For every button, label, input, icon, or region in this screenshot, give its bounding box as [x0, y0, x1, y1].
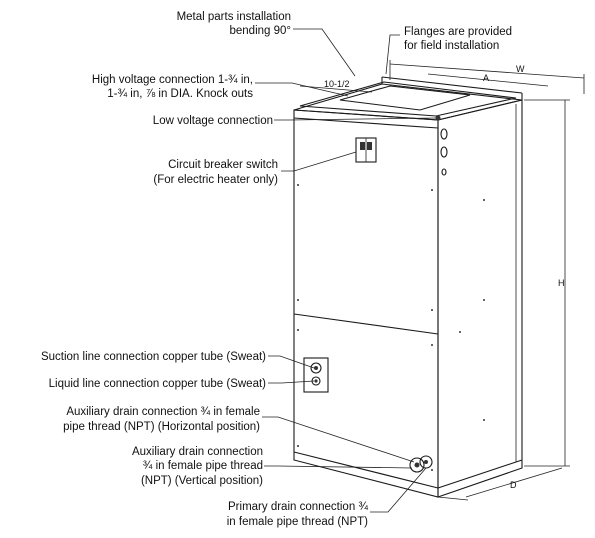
callout-breaker-1: Circuit breaker switch — [168, 159, 278, 171]
side-base-rail — [437, 459, 523, 489]
knockout-1 — [440, 128, 448, 140]
screw — [297, 299, 299, 301]
screw — [431, 469, 433, 471]
screw — [431, 309, 433, 311]
leader-high-voltage — [255, 82, 349, 97]
dim-a-line — [427, 73, 549, 87]
drain-core-primary — [424, 460, 428, 464]
callout-aux-vertical-1: Auxiliary drain connection — [132, 446, 263, 458]
leader-low-voltage — [274, 117, 437, 121]
screw — [297, 445, 299, 447]
callout-breaker-2: (For electric heater only) — [153, 174, 278, 186]
leader-flanges — [385, 34, 400, 75]
callout-metal-parts-1: Metal parts installation — [177, 11, 291, 23]
top-opening — [339, 85, 471, 111]
leader-liquid — [268, 380, 315, 384]
screw — [297, 329, 299, 331]
knockout-3 — [441, 168, 447, 176]
top-flange — [299, 81, 517, 117]
callout-suction: Suction line connection copper tube (Swe… — [41, 351, 266, 363]
knockout-2 — [440, 146, 448, 158]
leader-primary-drain — [370, 467, 427, 513]
screw — [483, 299, 485, 301]
callout-aux-vertical-2: ¾ in female pipe thread — [143, 460, 263, 472]
dim-offset-line — [299, 85, 373, 93]
dim-d-ext-left — [437, 496, 469, 501]
leader-breaker — [281, 151, 357, 172]
callout-high-voltage-1: High voltage connection 1-¾ in, — [92, 74, 253, 86]
screw — [483, 199, 485, 201]
low-voltage-port — [435, 115, 441, 121]
callout-primary-drain-2: in female pipe thread (NPT) — [227, 516, 368, 528]
side-panel — [437, 99, 523, 498]
dim-d-label: D — [510, 480, 517, 490]
screw — [431, 189, 433, 191]
drain-fitting-aux — [409, 457, 425, 473]
dim-h-label: H — [558, 278, 565, 288]
dim-a-label: A — [483, 73, 489, 83]
callout-labels: Metal parts installation bending 90° Fla… — [41, 11, 512, 528]
dim-w-label: W — [516, 64, 525, 74]
callout-flanges-1: Flanges are provided — [404, 26, 512, 38]
suction-line-port — [310, 362, 322, 374]
dim-d-line — [465, 467, 563, 498]
cabinet — [293, 76, 523, 498]
callout-low-voltage: Low voltage connection — [153, 115, 273, 127]
screw — [459, 331, 461, 333]
dim-offset-label: 10-1/2 — [324, 79, 350, 89]
leader-metal-parts — [293, 28, 356, 77]
breaker-toggle-left — [360, 142, 365, 150]
leader-aux-vertical — [264, 465, 413, 469]
callout-liquid: Liquid line connection copper tube (Swea… — [49, 378, 267, 390]
screw — [431, 344, 433, 346]
screws — [297, 184, 485, 471]
line-set-plate — [303, 357, 329, 393]
liquid-line-core — [314, 379, 318, 383]
callout-primary-drain-1: Primary drain connection ¾ — [228, 501, 368, 513]
screw — [483, 419, 485, 421]
callout-aux-horizontal-2: pipe thread (NPT) (Horizontal position) — [63, 421, 260, 433]
leader-lines — [255, 28, 437, 513]
leader-suction — [268, 355, 315, 369]
front-panel — [293, 109, 439, 498]
suction-line-core — [314, 366, 318, 370]
callout-metal-parts-2: bending 90° — [229, 25, 291, 37]
screw — [297, 184, 299, 186]
components — [297, 115, 485, 473]
dimensions: W A H D 10-1/2 — [299, 60, 585, 501]
breaker-toggle-right — [367, 142, 372, 150]
dim-w-line — [389, 63, 585, 79]
callout-flanges-2: for field installation — [404, 40, 499, 52]
callout-aux-horizontal-1: Auxiliary drain connection ¾ in female — [66, 406, 260, 418]
leader-aux-horizontal — [262, 416, 415, 463]
callout-high-voltage-2: 1-¾ in, ⅞ in DIA. Knock outs — [107, 88, 253, 100]
drain-core-aux — [414, 462, 420, 468]
callout-aux-vertical-3: (NPT) (Vertical position) — [141, 475, 263, 487]
flange-edge — [381, 76, 523, 94]
front-base-rail — [293, 451, 439, 489]
panel-divider — [293, 313, 439, 335]
